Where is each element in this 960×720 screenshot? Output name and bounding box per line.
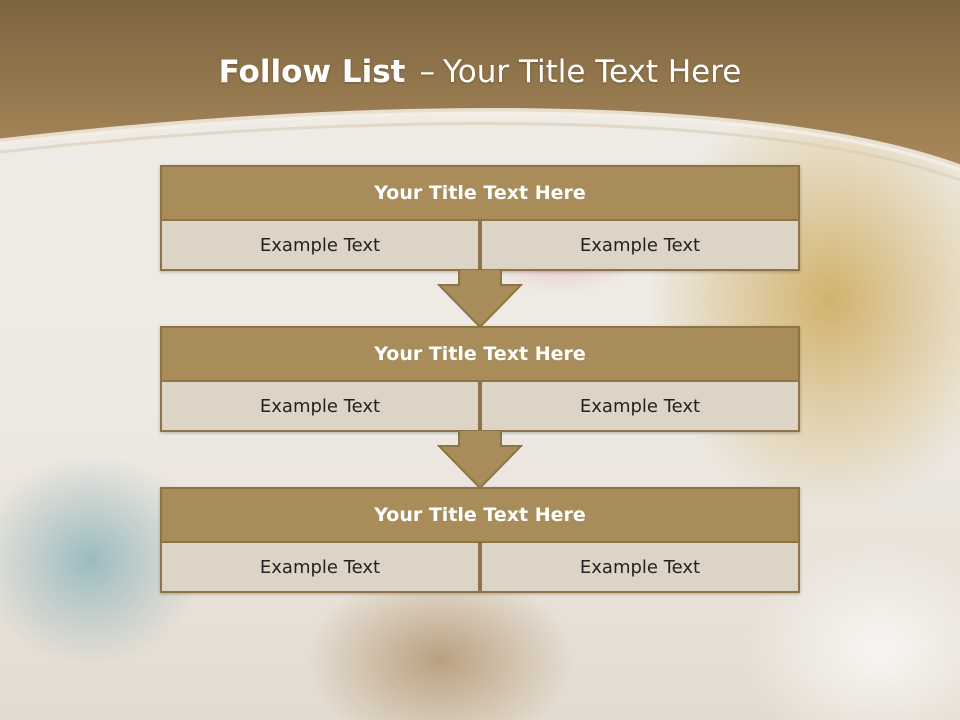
block-cell-left: Example Text xyxy=(160,543,480,593)
title-rest: Your Title Text Here xyxy=(442,54,742,90)
down-arrow-icon xyxy=(437,269,523,329)
list-block-2: Your Title Text Here Example Text Exampl… xyxy=(160,326,800,432)
block-title: Your Title Text Here xyxy=(160,326,800,382)
block-title: Your Title Text Here xyxy=(160,165,800,221)
list-block-1: Your Title Text Here Example Text Exampl… xyxy=(160,165,800,271)
slide-title: Follow List–Your Title Text Here xyxy=(0,54,960,90)
block-title: Your Title Text Here xyxy=(160,487,800,543)
block-cell-right: Example Text xyxy=(480,543,800,593)
block-cell-left: Example Text xyxy=(160,221,480,271)
title-separator: – xyxy=(419,54,435,90)
block-cell-left: Example Text xyxy=(160,382,480,432)
block-cell-right: Example Text xyxy=(480,221,800,271)
down-arrow-icon xyxy=(437,430,523,490)
title-bold: Follow List xyxy=(218,54,406,90)
header-banner xyxy=(0,0,960,182)
list-block-3: Your Title Text Here Example Text Exampl… xyxy=(160,487,800,593)
block-cell-right: Example Text xyxy=(480,382,800,432)
